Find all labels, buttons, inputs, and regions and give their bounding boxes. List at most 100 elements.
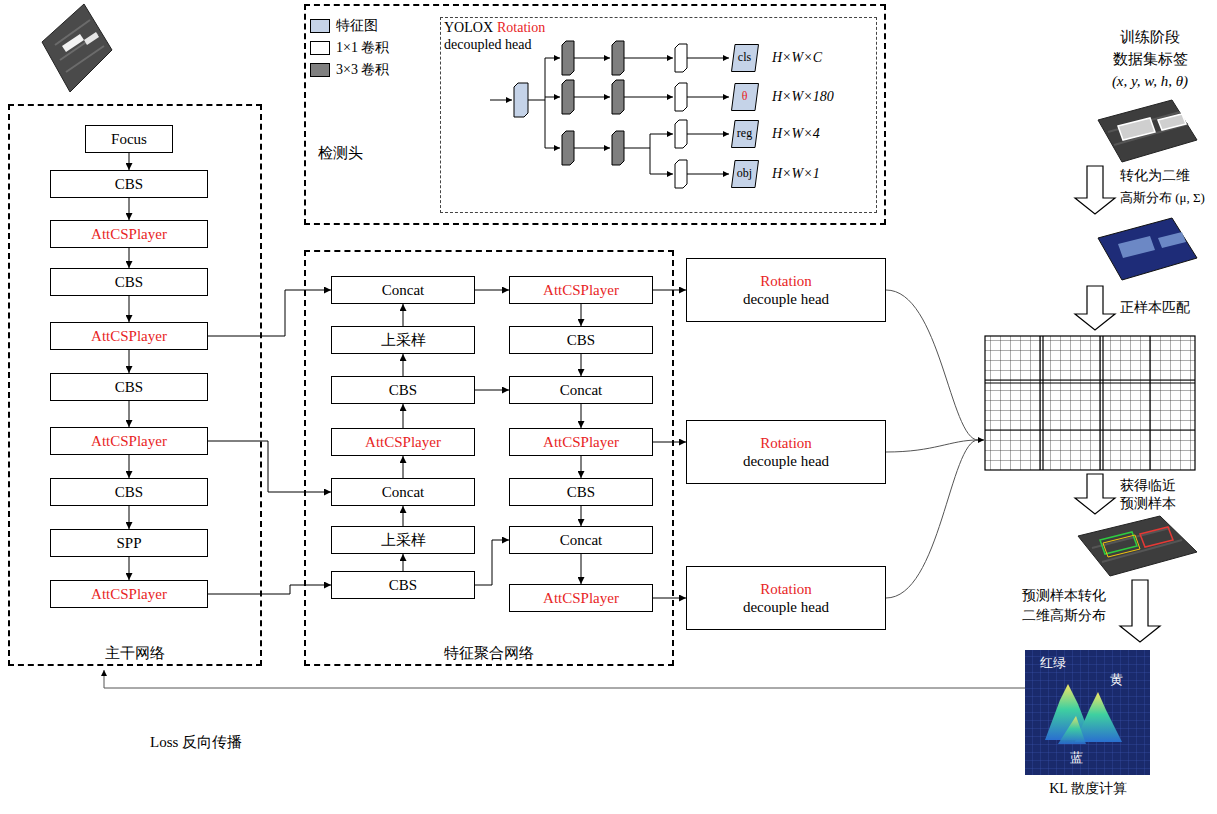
box-label: CBS: [115, 175, 143, 193]
detection-head-group: 检测头YOLOXRotationdecoupled headclsθregobj: [304, 4, 886, 225]
annotation-label: 转化为二维: [1120, 168, 1190, 185]
layer-box: Concat: [509, 526, 653, 554]
connector-arrow: [475, 540, 509, 585]
group-title: 检测头: [318, 144, 363, 162]
connector-arrow: [129, 248, 130, 268]
box-label: CBS: [115, 483, 143, 501]
box-label: CBS: [567, 331, 595, 349]
attention-box: AttCSPlayer: [50, 580, 208, 608]
box-label: CBS: [115, 378, 143, 396]
feature-map-outline: [731, 83, 758, 110]
box-label: Concat: [382, 281, 425, 299]
group-title: 主干网络: [105, 644, 165, 662]
box-label: AttCSPlayer: [91, 432, 167, 450]
frame-title-block: YOLOXRotationdecoupled head: [444, 20, 545, 54]
layer-box: CBS: [50, 268, 208, 296]
box-label: AttCSPlayer: [91, 585, 167, 603]
attention-box: AttCSPlayer: [50, 220, 208, 248]
annotation-label: 数据集标签: [1113, 50, 1188, 68]
box-label: obj: [737, 166, 752, 180]
legend-row: 1×1 卷积: [310, 40, 389, 57]
hollow-arrow: [1075, 286, 1115, 330]
annotation-label: 预测样本: [1120, 496, 1176, 513]
annotation-label: H×W×4: [772, 126, 820, 143]
legend-swatch: [310, 41, 330, 55]
loss-line: [104, 670, 1025, 688]
hollow-arrow: [1075, 474, 1115, 514]
connector-arrow: [581, 404, 582, 428]
box-label: decouple head: [743, 452, 829, 470]
layer-box: SPP: [50, 529, 208, 557]
frame-title: YOLOX: [444, 20, 493, 37]
layer-box: Concat: [331, 276, 475, 304]
legend-text: 3×3 卷积: [336, 62, 389, 79]
connector-arrow: [581, 506, 582, 526]
gaussian-plot: [1025, 650, 1150, 775]
layer-box: CBS: [50, 170, 208, 198]
box-label: Rotation: [760, 272, 812, 290]
gaussian-label-image: [1098, 218, 1197, 280]
connector-arrow: [653, 598, 686, 599]
box-label: Focus: [111, 130, 147, 148]
attention-box: AttCSPlayer: [509, 428, 653, 456]
legend-swatch: [310, 63, 330, 77]
legend-text: 特征图: [336, 18, 378, 35]
prediction-image: [1078, 516, 1197, 576]
layer-box: 上采样: [331, 326, 475, 354]
connector-arrow: [129, 350, 130, 373]
box-label: CBS: [567, 483, 595, 501]
head-box: Rotationdecouple head: [686, 258, 886, 322]
attention-box: AttCSPlayer: [509, 584, 653, 612]
box-label: 上采样: [381, 531, 426, 549]
frame-title: decoupled head: [444, 37, 531, 54]
backbone-group: 主干网络FocusCBSAttCSPlayerCBSAttCSPlayerCBS…: [8, 104, 262, 666]
connector-arrow: [129, 401, 130, 427]
box-label: Concat: [382, 483, 425, 501]
box-label: AttCSPlayer: [91, 327, 167, 345]
annotation-label: 红绿: [1040, 655, 1066, 671]
head-box: Rotationdecouple head: [686, 420, 886, 484]
connector-arrow: [475, 390, 509, 391]
feature-map: reg: [731, 120, 759, 148]
connector-arrow: [129, 198, 130, 220]
head-box: Rotationdecouple head: [686, 566, 886, 630]
box-label: cls: [738, 50, 751, 64]
feature-map: obj: [731, 160, 759, 188]
layer-box: CBS: [50, 373, 208, 401]
connector-arrow: [129, 455, 130, 478]
box-label: AttCSPlayer: [543, 589, 619, 607]
connector-arrow: [403, 404, 404, 428]
connector-arrow: [129, 506, 130, 529]
connector-arrow: [403, 506, 404, 526]
legend-swatch: [310, 19, 330, 33]
box-label: reg: [737, 126, 752, 140]
head-detail-illustration: [490, 41, 729, 188]
connector-arrow: [403, 554, 404, 571]
annotation-label: KL 散度计算: [1049, 781, 1127, 798]
annotation-label: (x, y, w, h, θ): [1112, 72, 1188, 90]
attention-box: AttCSPlayer: [50, 427, 208, 455]
title-line: decoupled head: [444, 37, 545, 54]
feature-map: cls: [731, 44, 759, 72]
layer-box: Focus: [85, 125, 173, 153]
annotation-label: 正样本匹配: [1120, 300, 1190, 317]
layer-box: CBS: [509, 326, 653, 354]
connector-arrow: [208, 441, 331, 492]
layer-box: CBS: [331, 376, 475, 404]
annotation-label: 训练阶段: [1120, 28, 1180, 46]
feature-map-outline: [731, 120, 758, 147]
box-label: SPP: [116, 534, 141, 552]
connector-arrow: [403, 354, 404, 376]
head-detail-frame: YOLOXRotationdecoupled headclsθregobj: [440, 17, 877, 213]
annotation-label: 高斯分布 (μ, Σ): [1120, 190, 1205, 206]
box-label: Concat: [560, 531, 603, 549]
box-label: Rotation: [760, 434, 812, 452]
connector-arrow: [129, 153, 130, 170]
connector-arrow: [208, 290, 331, 336]
box-label: CBS: [389, 576, 417, 594]
layer-box: Concat: [509, 376, 653, 404]
